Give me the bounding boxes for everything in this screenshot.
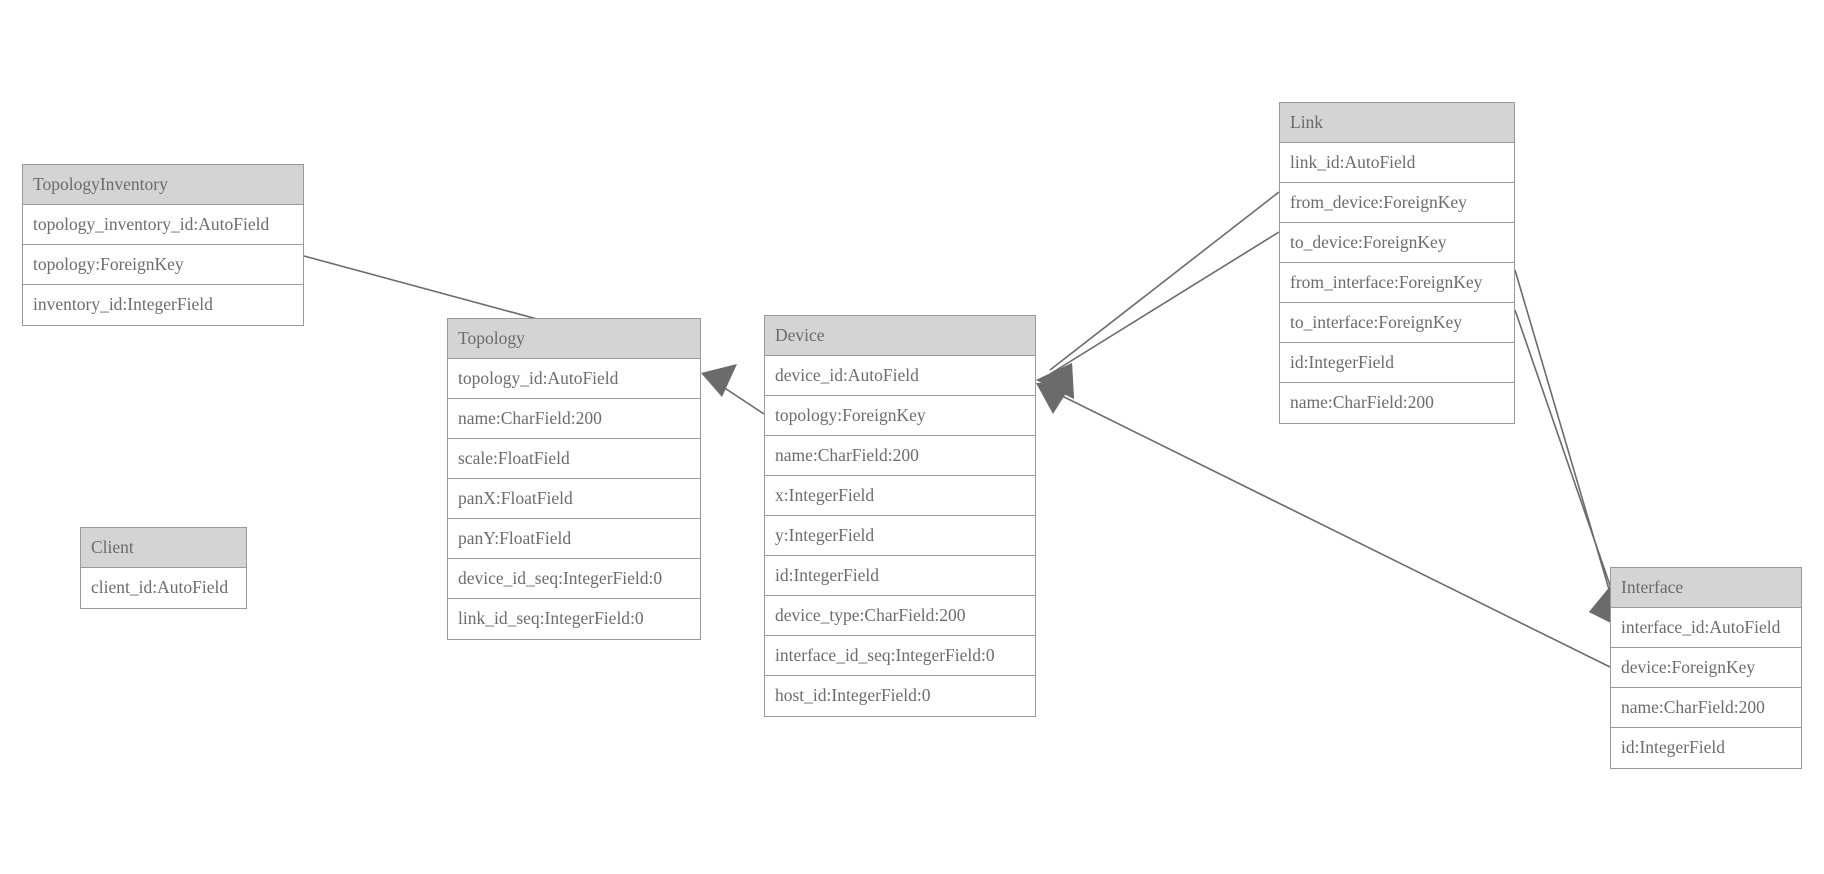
- entity-field-row: device_type:CharField:200: [765, 596, 1035, 636]
- relationship-edge-link-from-device: [1036, 191, 1280, 399]
- entity-field-row: host_id:IntegerField:0: [765, 676, 1035, 716]
- entity-field-row: x:IntegerField: [765, 476, 1035, 516]
- entity-field-row: inventory_id:IntegerField: [23, 285, 303, 325]
- entity-field-row: from_device:ForeignKey: [1280, 183, 1514, 223]
- entity-field-row: to_device:ForeignKey: [1280, 223, 1514, 263]
- entity-field-row: name:CharField:200: [1280, 383, 1514, 423]
- entity-title-client: Client: [81, 528, 246, 568]
- entity-field-row: interface_id_seq:IntegerField:0: [765, 636, 1035, 676]
- entity-field-row: id:IntegerField: [1280, 343, 1514, 383]
- entity-field-row: topology:ForeignKey: [765, 396, 1035, 436]
- entity-field-row: panX:FloatField: [448, 479, 700, 519]
- entity-field-row: client_id:AutoField: [81, 568, 246, 608]
- relationship-edge-device-topology: [701, 364, 765, 415]
- relationship-edge-interface-device: [1036, 382, 1611, 668]
- entity-field-row: link_id:AutoField: [1280, 143, 1514, 183]
- entity-field-row: from_interface:ForeignKey: [1280, 263, 1514, 303]
- entity-field-row: panY:FloatField: [448, 519, 700, 559]
- entity-field-row: name:CharField:200: [448, 399, 700, 439]
- entity-field-row: id:IntegerField: [765, 556, 1035, 596]
- entity-field-row: topology_id:AutoField: [448, 359, 700, 399]
- entity-field-row: topology:ForeignKey: [23, 245, 303, 285]
- entity-field-row: device:ForeignKey: [1611, 648, 1801, 688]
- entity-field-row: scale:FloatField: [448, 439, 700, 479]
- entity-field-row: topology_inventory_id:AutoField: [23, 205, 303, 245]
- entity-title-interface: Interface: [1611, 568, 1801, 608]
- entity-title-device: Device: [765, 316, 1035, 356]
- entity-field-row: id:IntegerField: [1611, 728, 1801, 768]
- relationship-edge-link-to-interface: [1514, 309, 1625, 630]
- relationship-edge-link-to-device: [1036, 231, 1280, 399]
- entity-title-topology_inventory: TopologyInventory: [23, 165, 303, 205]
- entity-field-row: name:CharField:200: [765, 436, 1035, 476]
- entity-title-link: Link: [1280, 103, 1514, 143]
- entity-field-row: name:CharField:200: [1611, 688, 1801, 728]
- entity-field-row: device_id_seq:IntegerField:0: [448, 559, 700, 599]
- entity-title-topology: Topology: [448, 319, 700, 359]
- entity-field-row: to_interface:ForeignKey: [1280, 303, 1514, 343]
- entity-field-row: link_id_seq:IntegerField:0: [448, 599, 700, 639]
- relationship-edge-link-from-interface: [1514, 269, 1625, 630]
- entity-field-row: y:IntegerField: [765, 516, 1035, 556]
- entity-field-row: interface_id:AutoField: [1611, 608, 1801, 648]
- entity-field-row: device_id:AutoField: [765, 356, 1035, 396]
